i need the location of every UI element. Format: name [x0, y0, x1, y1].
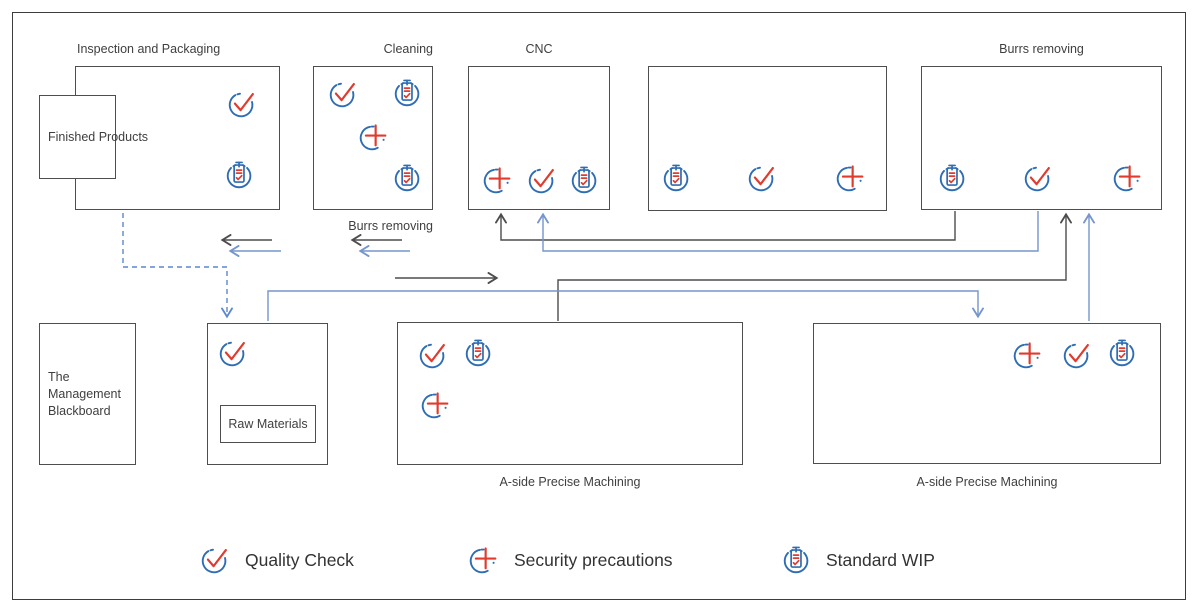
label-aside-machining-right: A-side Precise Machining	[916, 475, 1058, 489]
station-aside-machining-right	[813, 323, 1161, 464]
station-aside-machining-left	[397, 322, 743, 465]
standard-wip-icon	[223, 158, 257, 192]
connector-burrs-to-cnc-blue	[537, 211, 1039, 252]
security-precautions-icon	[1110, 161, 1144, 195]
security-precautions-icon	[418, 388, 452, 422]
legend-security-precautions-label: Security precautions	[514, 550, 673, 570]
standard-wip-icon	[780, 543, 814, 577]
standard-wip-icon	[568, 163, 602, 197]
security-precautions-icon	[466, 543, 500, 577]
label-burrs-removing: Burrs removing	[999, 42, 1084, 56]
management-blackboard-node: The Management Blackboard	[39, 323, 136, 465]
label-cnc: CNC	[525, 42, 553, 56]
quality-check-icon	[525, 163, 559, 197]
standard-wip-icon	[936, 161, 970, 195]
label-burrs-removing-under-cleaning: Burrs removing	[348, 219, 433, 233]
connector-inspection-to-raw-materials	[122, 213, 233, 319]
finished-products-node: Finished Products	[39, 95, 148, 179]
standard-wip-icon	[391, 76, 425, 110]
quality-check-icon	[216, 336, 250, 370]
quality-check-icon	[198, 543, 232, 577]
quality-check-icon	[416, 338, 450, 372]
raw-materials-label: Raw Materials	[228, 416, 308, 431]
finished-products-label: Finished Products	[48, 129, 149, 144]
connector-aside-left-to-burrs-dark	[557, 212, 1072, 321]
security-precautions-icon	[356, 120, 390, 154]
standard-wip-icon	[660, 161, 694, 195]
quality-check-icon	[745, 161, 779, 195]
quality-check-icon	[1021, 161, 1055, 195]
standard-wip-icon	[1106, 336, 1140, 370]
station-unlabeled	[648, 66, 887, 211]
standard-wip-icon	[462, 336, 496, 370]
security-precautions-icon	[480, 163, 514, 197]
station-cleaning	[313, 66, 433, 210]
management-blackboard-label: The Management Blackboard	[48, 369, 121, 418]
connector-burrs-to-cnc-dark	[495, 211, 956, 241]
quality-check-icon	[326, 77, 360, 111]
security-precautions-icon	[833, 161, 867, 195]
connector-raw-to-aside-right-blue	[267, 290, 984, 321]
security-precautions-icon	[1010, 338, 1044, 372]
station-cnc	[468, 66, 610, 210]
standard-wip-icon	[391, 161, 425, 195]
legend-quality-check-label: Quality Check	[245, 550, 354, 570]
quality-check-icon	[1060, 338, 1094, 372]
label-aside-machining-left: A-side Precise Machining	[499, 475, 641, 489]
label-cleaning: Cleaning	[383, 42, 433, 56]
legend-standard-wip-label: Standard WIP	[826, 550, 935, 570]
label-inspection-packaging: Inspection and Packaging	[77, 42, 221, 56]
raw-materials-node: Raw Materials	[220, 405, 316, 443]
quality-check-icon	[225, 87, 259, 121]
